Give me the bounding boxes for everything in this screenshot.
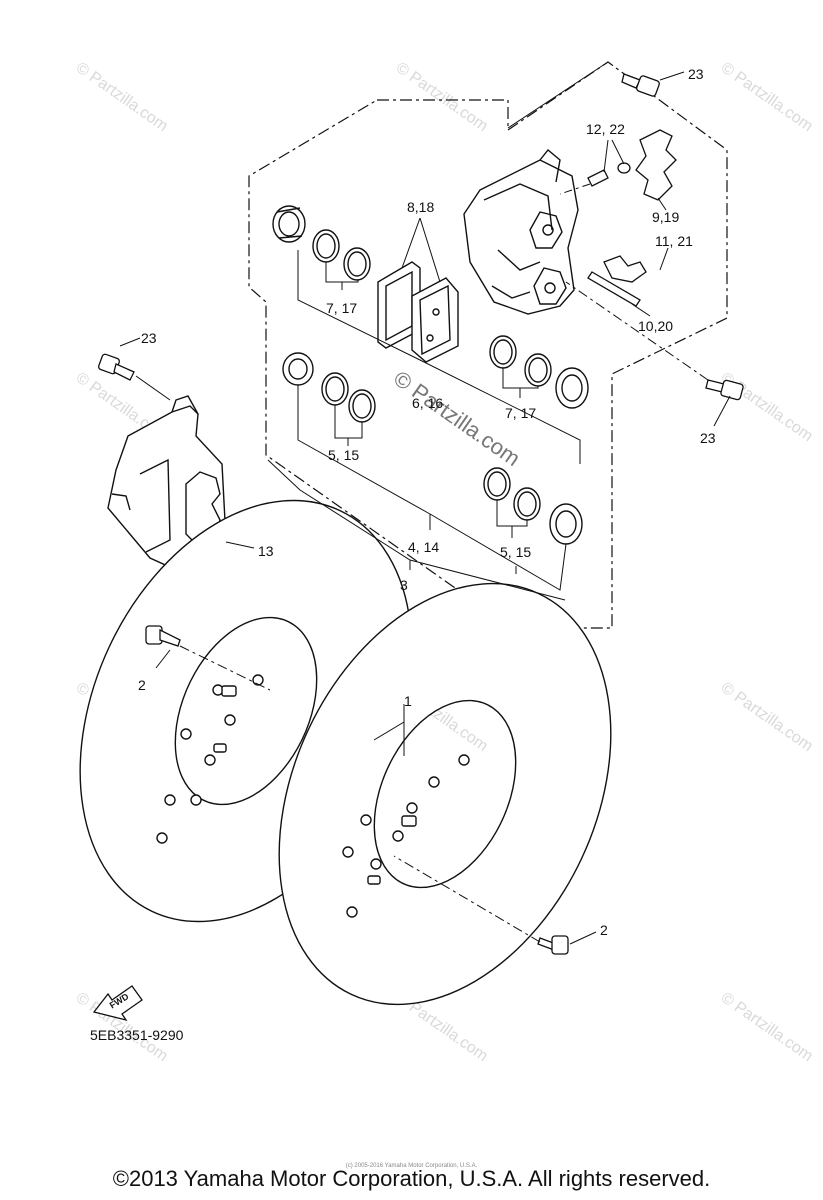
- pistons-lower-left: [282, 352, 376, 423]
- bleed-screw: [587, 162, 631, 187]
- watermark: © Partzilla.com: [718, 989, 816, 1065]
- label-part-10-20: 10,20: [638, 318, 673, 334]
- caliper-assembly-boundary: [248, 61, 728, 629]
- label-part-3: 3: [400, 577, 408, 593]
- label-part-5-15: 5, 15: [500, 544, 531, 560]
- label-part-23: 23: [688, 66, 704, 82]
- small-copyright: (c) 2005-2016 Yamaha Motor Corporation, …: [345, 1163, 478, 1169]
- label-part-9-19: 9,19: [652, 209, 679, 225]
- pad-pin: [587, 255, 647, 307]
- bolt-2-upper: [145, 625, 181, 647]
- label-part-11-21: 11, 21: [655, 233, 693, 249]
- label-part-13: 13: [258, 543, 274, 559]
- bolt-23-left: [98, 353, 135, 381]
- label-part-12-22: 12, 22: [586, 121, 625, 137]
- part-labels: 1 2 2 3 4, 14 5, 15 5, 15 6, 16 7, 17 7,…: [138, 66, 716, 938]
- part-code: 5EB3351-9290: [90, 1027, 184, 1043]
- pistons-upper: [272, 205, 371, 281]
- watermark: © Partzilla.com: [718, 369, 816, 445]
- label-part-8-18: 8,18: [407, 199, 434, 215]
- watermark: © Partzilla.com: [718, 59, 816, 135]
- caliper-right: [463, 149, 579, 315]
- pistons-middle-right: [489, 335, 589, 409]
- watermark: © Partzilla.com: [393, 59, 491, 135]
- label-part-6-16: 6, 16: [412, 395, 443, 411]
- label-part-5-15: 5, 15: [328, 447, 359, 463]
- label-part-1: 1: [404, 693, 412, 709]
- watermark: © Partzilla.com: [73, 59, 171, 135]
- bolt-2-lower: [537, 935, 569, 955]
- bolt-23-right: [705, 379, 744, 401]
- pistons-lower-right: [483, 467, 583, 545]
- pad-spring: [635, 129, 677, 201]
- label-part-2: 2: [138, 677, 146, 693]
- label-part-23: 23: [141, 330, 157, 346]
- label-part-4-14: 4, 14: [408, 539, 439, 555]
- bolt-23-top: [621, 73, 660, 97]
- label-part-7-17: 7, 17: [326, 300, 357, 316]
- leader-lines: [119, 61, 731, 945]
- label-part-2: 2: [600, 922, 608, 938]
- label-part-7-17: 7, 17: [505, 405, 536, 421]
- label-part-23: 23: [700, 430, 716, 446]
- copyright-footer: ©2013 Yamaha Motor Corporation, U.S.A. A…: [112, 1166, 711, 1191]
- brake-disc-front: [278, 582, 612, 1006]
- brake-pads: [377, 261, 459, 363]
- watermark: © Partzilla.com: [718, 679, 816, 755]
